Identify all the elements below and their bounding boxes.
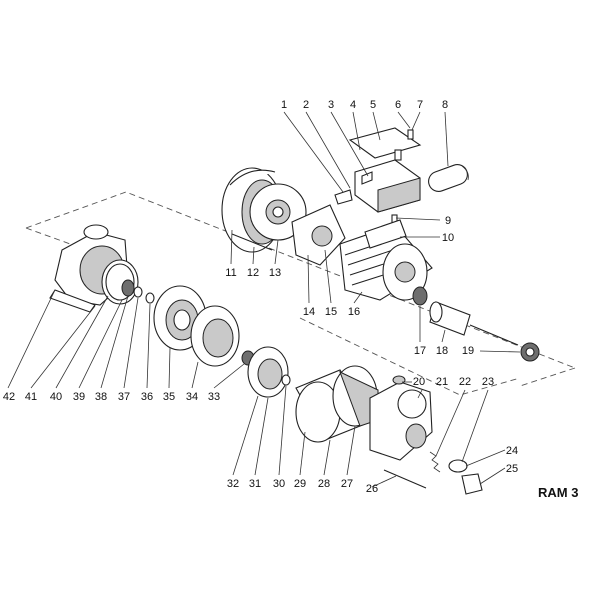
part-motor-stator — [339, 219, 433, 301]
callout-34: 34 — [186, 391, 198, 403]
callout-38: 38 — [95, 391, 107, 403]
callout-31: 31 — [249, 478, 261, 490]
part-tank-cylinder — [295, 365, 379, 443]
part-capacitor — [428, 164, 469, 192]
part-bearing — [412, 286, 428, 306]
callout-40: 40 — [50, 391, 62, 403]
callout-21: 21 — [436, 376, 448, 388]
callout-35: 35 — [163, 391, 175, 403]
callout-6: 6 — [395, 99, 401, 111]
callout-numbers: 1 2 3 4 5 6 7 8 9 10 11 12 13 14 15 16 1… — [3, 99, 518, 495]
callout-42: 42 — [3, 391, 15, 403]
diagram-title: RAM 3 — [538, 485, 578, 500]
part-terminal-box — [334, 127, 422, 224]
callout-39: 39 — [73, 391, 85, 403]
callout-11: 11 — [225, 267, 236, 279]
part-end-bearing — [520, 342, 540, 362]
callout-30: 30 — [273, 478, 285, 490]
callout-26: 26 — [366, 483, 378, 495]
part-tie-rod — [231, 233, 273, 251]
part-bracket — [291, 204, 346, 266]
callout-25: 25 — [506, 463, 518, 475]
callout-18: 18 — [436, 345, 448, 357]
callout-9: 9 — [445, 215, 451, 227]
callout-14: 14 — [303, 306, 315, 318]
callout-41: 41 — [25, 391, 37, 403]
callout-8: 8 — [442, 99, 448, 111]
callout-29: 29 — [294, 478, 306, 490]
callout-24: 24 — [506, 445, 518, 457]
part-impeller — [247, 346, 289, 398]
callout-2: 2 — [303, 99, 309, 111]
callout-10: 10 — [442, 232, 454, 244]
part-valve-spring — [429, 451, 441, 473]
callout-23: 23 — [482, 376, 494, 388]
callout-28: 28 — [318, 478, 330, 490]
callout-27: 27 — [341, 478, 353, 490]
part-seal — [121, 279, 155, 304]
callout-3: 3 — [328, 99, 334, 111]
part-fitting — [448, 459, 483, 495]
callout-19: 19 — [462, 345, 474, 357]
callout-33: 33 — [208, 391, 220, 403]
callout-16: 16 — [348, 306, 360, 318]
callout-36: 36 — [141, 391, 153, 403]
callout-37: 37 — [118, 391, 130, 403]
part-nut — [281, 374, 291, 386]
part-bolt — [383, 469, 427, 489]
part-stage-casing — [190, 305, 240, 367]
callout-1: 1 — [281, 99, 287, 111]
callout-17: 17 — [414, 345, 426, 357]
callout-12: 12 — [247, 267, 259, 279]
callout-15: 15 — [325, 306, 337, 318]
part-pump-head — [369, 381, 433, 461]
callout-7: 7 — [417, 99, 423, 111]
callout-22: 22 — [459, 376, 471, 388]
callout-20: 20 — [413, 376, 425, 388]
part-rotor-shaft — [429, 301, 519, 346]
callout-32: 32 — [227, 478, 239, 490]
callout-5: 5 — [370, 99, 376, 111]
callout-13: 13 — [269, 267, 281, 279]
part-vent-plug — [392, 375, 406, 385]
callout-4: 4 — [350, 99, 356, 111]
leader-lines — [7, 111, 521, 488]
